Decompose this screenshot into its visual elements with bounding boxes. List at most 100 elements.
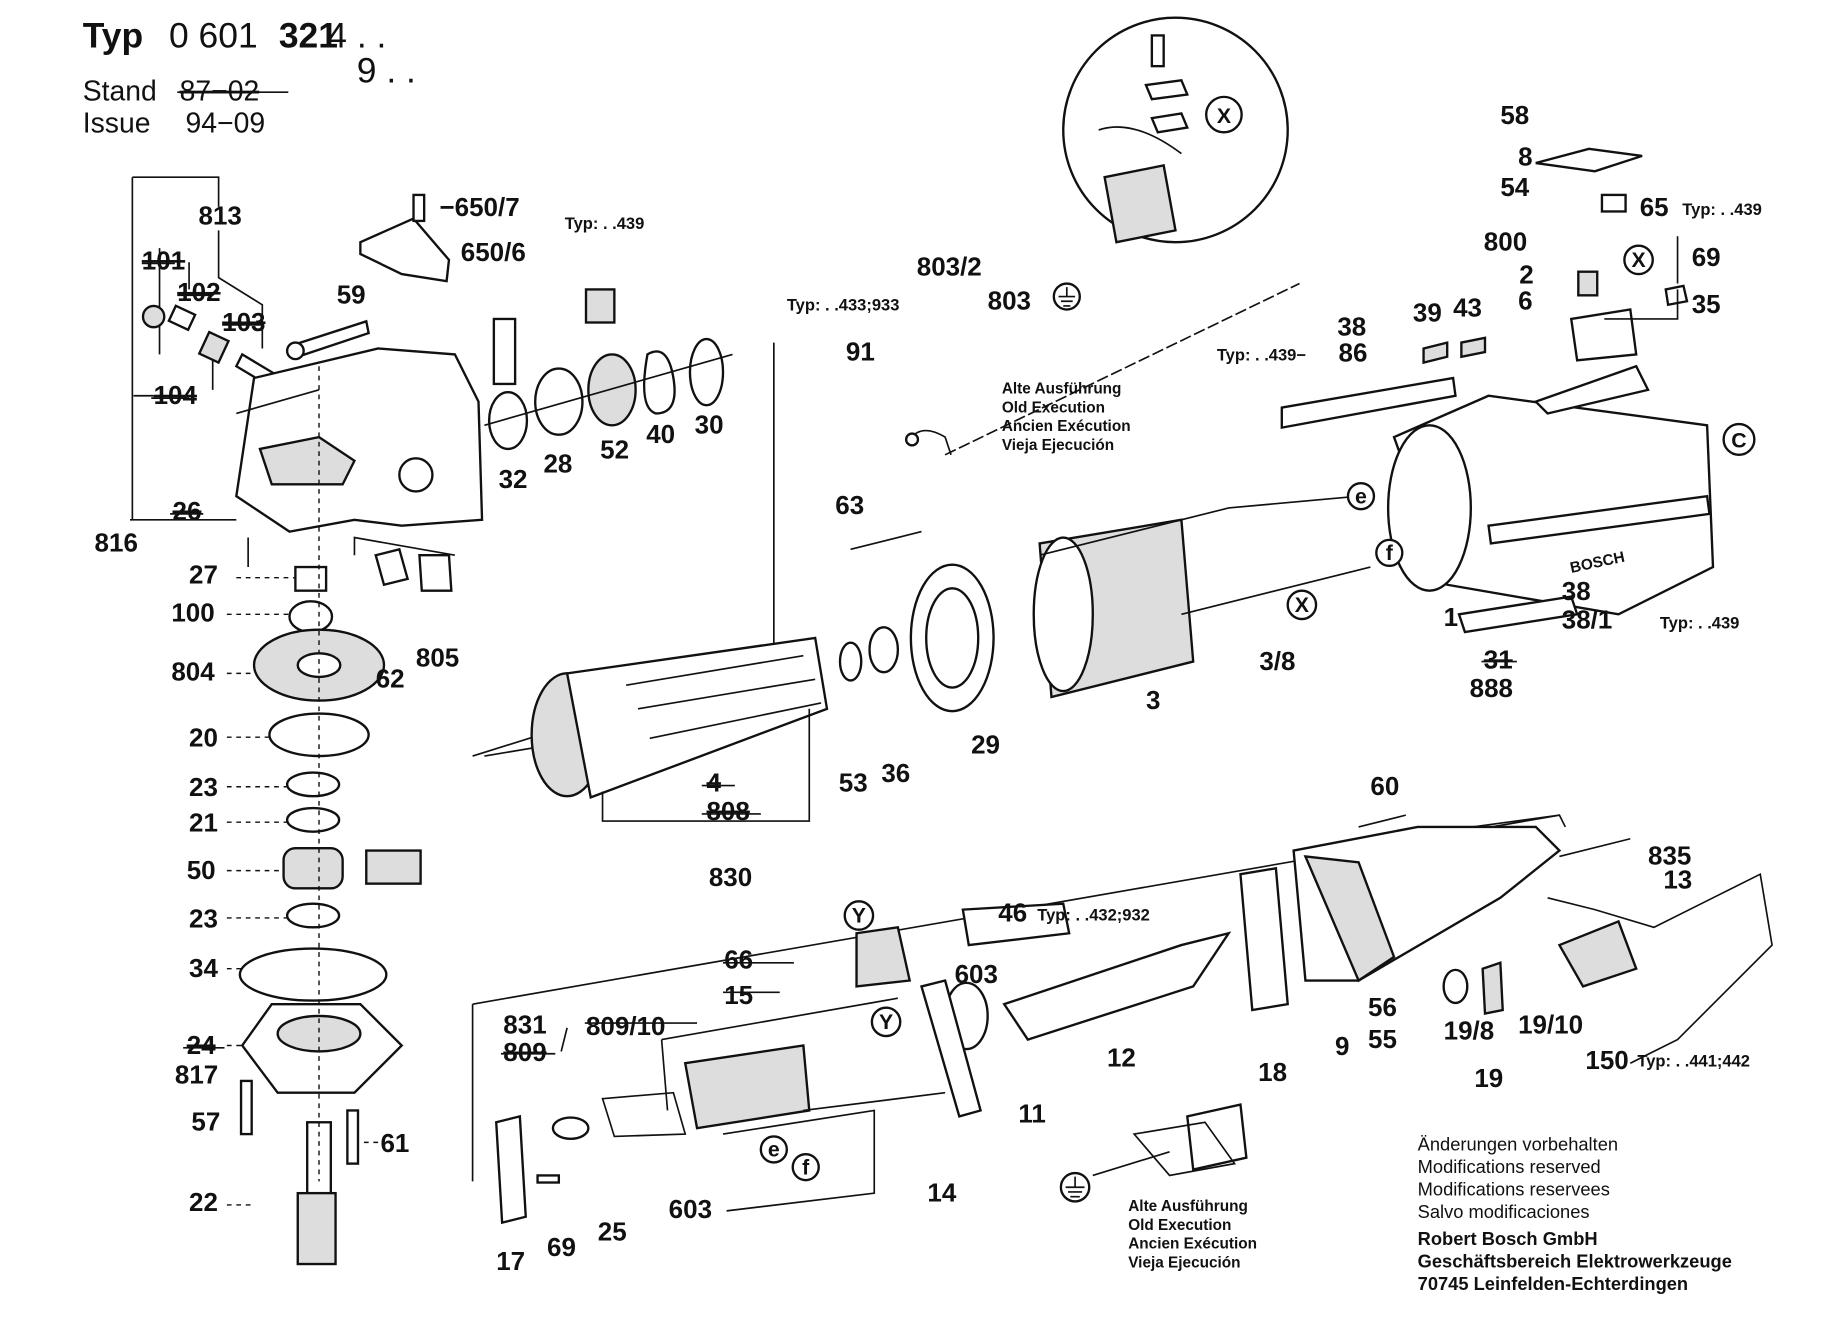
marker-x: X (1631, 248, 1645, 272)
callout: 52 (600, 434, 629, 464)
inset-detail (1062, 16, 1289, 244)
type-note: Typ: . .433;933 (787, 296, 900, 315)
callout: 61 (380, 1128, 409, 1158)
note-line: Old Execution (1002, 399, 1105, 416)
callout: 6 (1518, 286, 1532, 316)
typ-suffix-1: 4 . . (327, 15, 386, 55)
callout: 3/8 (1259, 646, 1295, 676)
callout: 27 (189, 560, 218, 590)
callout: 19/8 (1444, 1016, 1495, 1046)
type-note: Typ: . .439 (1660, 613, 1740, 632)
callout: 103 (222, 307, 265, 337)
callout: 19 (1474, 1063, 1503, 1093)
type-note: Typ: . .439− (1217, 345, 1306, 364)
callout: 91 (846, 336, 875, 366)
callout: 29 (971, 730, 1000, 760)
marker-e: e (1355, 484, 1367, 508)
marker-f: f (802, 1155, 810, 1179)
callout: 57 (191, 1107, 220, 1137)
callout: 19/10 (1518, 1010, 1583, 1040)
callout: 54 (1500, 172, 1529, 202)
callout: 38/1 (1562, 604, 1613, 634)
footer-line: Modifications reservees (1418, 1179, 1610, 1200)
callout: 24 (187, 1030, 216, 1060)
callout: 23 (189, 903, 218, 933)
footer-notes: Änderungen vorbehalten Modifications res… (1418, 1134, 1732, 1294)
typ-label: Typ (83, 15, 143, 55)
callout: 3 (1146, 685, 1160, 715)
type-note: Typ: . .439 (1682, 200, 1762, 219)
marker-x: X (1217, 104, 1231, 128)
callout: 17 (496, 1246, 525, 1276)
callout: 69 (1692, 242, 1721, 272)
callout: 804 (171, 656, 215, 686)
callout: 4 (706, 767, 721, 797)
callout: 63 (835, 490, 864, 520)
note-line: Old Execution (1128, 1217, 1231, 1234)
footer-line: Änderungen vorbehalten (1418, 1134, 1618, 1155)
callout: 38 (1562, 576, 1591, 606)
callout: 34 (189, 953, 218, 983)
callout: 830 (709, 862, 752, 892)
callout: 12 (1107, 1043, 1136, 1073)
callout: 817 (175, 1059, 218, 1089)
callout: 86 (1339, 337, 1368, 367)
callout: 809 (503, 1037, 546, 1067)
callout: 831 (503, 1010, 546, 1040)
callout: 20 (189, 723, 218, 753)
callout: 18 (1258, 1057, 1287, 1087)
callout: 43 (1453, 293, 1482, 323)
callout: 803 (988, 286, 1031, 316)
callout: −650/7 (440, 192, 520, 222)
callout: 803/2 (917, 251, 982, 281)
typ-suffix-2: 9 . . (357, 51, 416, 91)
note-line: Ancien Exécution (1128, 1236, 1257, 1253)
callout: 816 (95, 528, 138, 558)
callout: 2 (1519, 260, 1533, 290)
footer-line: Geschäftsbereich Elektrowerkzeuge (1418, 1251, 1732, 1272)
callout: 813 (199, 200, 242, 230)
callout: 28 (543, 449, 572, 479)
note-line: Ancien Exécution (1002, 418, 1131, 435)
footer-line: Robert Bosch GmbH (1418, 1228, 1598, 1249)
part-callouts: 813 101 102 103 104 26 816 −650/7 650/6 … (95, 100, 1762, 1276)
callout: 15 (724, 980, 753, 1010)
callout: 25 (598, 1216, 627, 1246)
callout: 40 (646, 419, 675, 449)
callout: 603 (669, 1194, 712, 1224)
callout: 14 (927, 1177, 956, 1207)
callout: 808 (706, 796, 749, 826)
callout: 30 (695, 410, 724, 440)
note-line: Alte Ausführung (1002, 380, 1122, 397)
callout: 22 (189, 1187, 218, 1217)
callout: 104 (154, 380, 198, 410)
callout: 21 (189, 808, 218, 838)
callout: 50 (187, 855, 216, 885)
callout: 835 (1648, 841, 1691, 871)
callout: 603 (955, 959, 998, 989)
old-execution-note-bottom: Alte Ausführung Old Execution Ancien Exé… (1128, 1198, 1257, 1272)
callout: 58 (1500, 100, 1529, 130)
callout: 55 (1368, 1024, 1397, 1054)
callout: 9 (1335, 1031, 1349, 1061)
marker-e: e (768, 1138, 780, 1162)
callout: 36 (881, 758, 910, 788)
marker-y: Y (879, 1010, 893, 1034)
callout: 101 (142, 245, 185, 275)
callout: 65 (1640, 192, 1669, 222)
callout: 32 (499, 464, 528, 494)
callout: 56 (1368, 992, 1397, 1022)
callout: 60 (1370, 771, 1399, 801)
callout: 69 (547, 1232, 576, 1262)
issue-value: 94−09 (186, 107, 266, 139)
circled-marker-icon: X X X C e f e f Y Y (759, 95, 1756, 1182)
callout: 62 (376, 664, 405, 694)
callout: 26 (173, 496, 202, 526)
old-execution-note-top: Alte Ausführung Old Execution Ancien Exé… (1002, 380, 1131, 454)
marker-y: Y (852, 904, 866, 928)
footer-line: Salvo modificaciones (1418, 1201, 1590, 1222)
bearings-drawing (472, 288, 775, 757)
callout: 59 (337, 280, 366, 310)
marker-x: X (1295, 593, 1309, 617)
